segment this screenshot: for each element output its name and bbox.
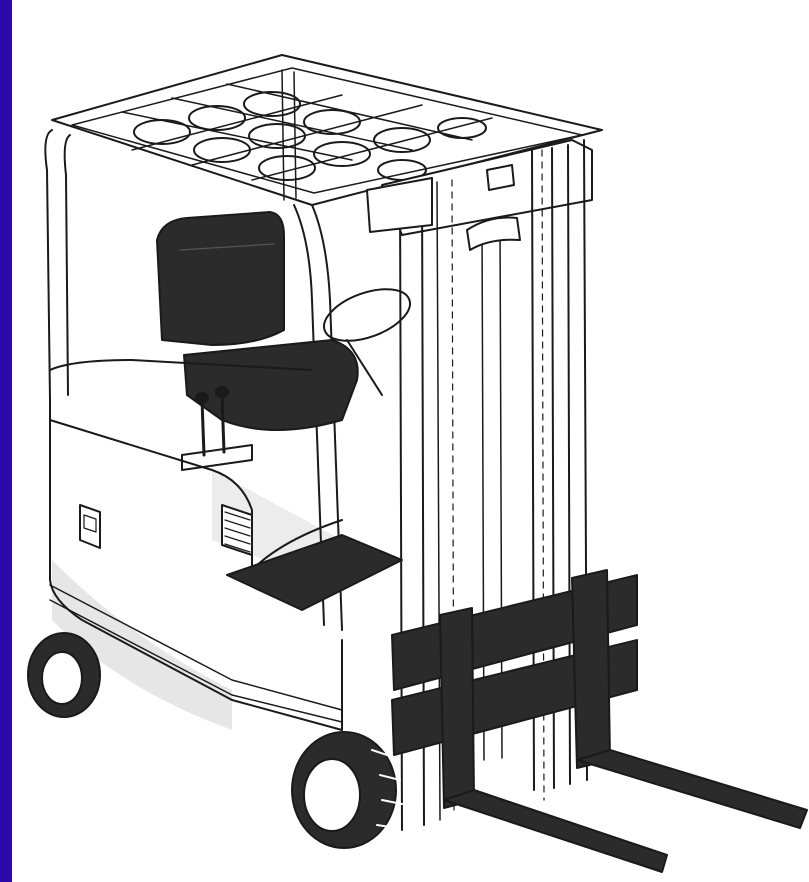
fork-carriage: [391, 569, 638, 809]
forklift-illustration: [27, 54, 808, 873]
steering-wheel: [323, 288, 411, 396]
front-wheel: [291, 731, 403, 849]
truck-body: [49, 359, 403, 731]
illustration-panel: [12, 0, 809, 882]
forks: [443, 749, 808, 873]
rear-wheel: [27, 632, 101, 718]
guard-posts: [44, 69, 343, 631]
operator-seat: [156, 211, 359, 431]
control-levers: [181, 386, 253, 471]
